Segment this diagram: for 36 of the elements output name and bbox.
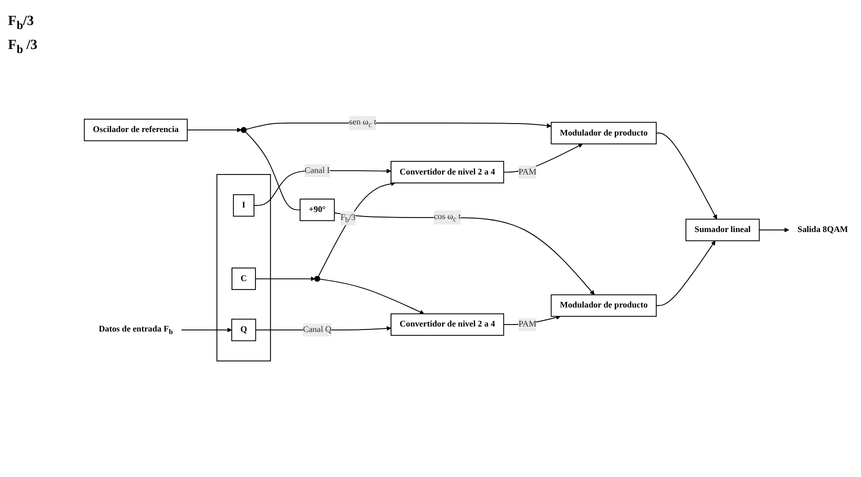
rate-label: F$_{b}$ /3	[8, 38, 38, 56]
node-box: Q	[231, 318, 256, 342]
arrow	[656, 132, 718, 220]
arrow	[318, 181, 396, 278]
node-box: Oscilador de referencia	[84, 118, 188, 142]
arrow	[318, 278, 424, 314]
arrow	[656, 240, 716, 306]
node-circle	[240, 127, 247, 133]
rate-label: F$_{b}$/3	[8, 14, 35, 32]
edge-label: Canal I	[304, 166, 330, 175]
edge-label: F$_{b}$/3	[340, 212, 356, 224]
arrow	[334, 212, 595, 295]
node-box: Convertidor de nivel 2 a 4	[390, 160, 504, 184]
arrow	[245, 122, 552, 130]
arrow	[255, 276, 316, 282]
edge-label: PAM	[518, 320, 536, 329]
arrow	[186, 128, 242, 132]
node-circle	[314, 276, 320, 282]
edge-label: sen ω$_{c}$ t	[349, 118, 376, 129]
arrow	[758, 228, 790, 232]
edge-label: cos ω$_{c}$ t	[434, 212, 461, 224]
arrow	[503, 144, 583, 173]
connector	[244, 131, 301, 210]
node-text: Datos de entrada F$_{b}$	[98, 324, 173, 336]
node-box: Sumador lineal	[685, 218, 760, 242]
cluster	[216, 174, 271, 362]
arrow	[181, 328, 232, 332]
node-box: Modulador de producto	[550, 122, 657, 144]
node-box: +90°	[300, 198, 335, 222]
node-box: C	[232, 268, 256, 290]
node-box: Modulador de producto	[550, 294, 657, 317]
edge-label: PAM	[518, 167, 536, 176]
node-text: Salida 8QAM	[798, 225, 848, 234]
node-box: I	[232, 194, 254, 217]
edge-label: Canal Q	[302, 325, 332, 334]
node-box: Convertidor de nivel 2 a 4	[390, 313, 504, 336]
